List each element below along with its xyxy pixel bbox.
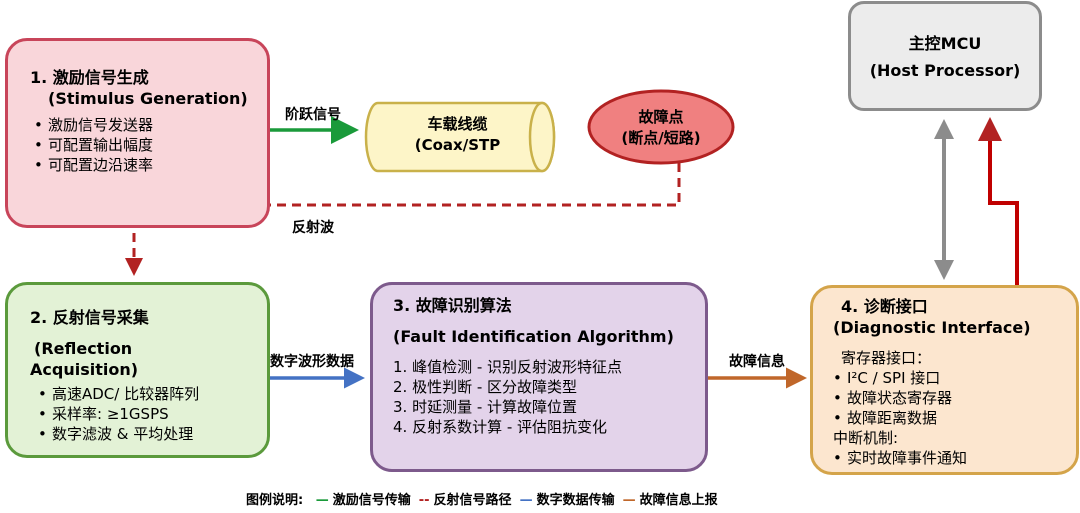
list-item: 3. 时延测量 - 计算故障位置 (393, 398, 578, 416)
list-item: 故障状态寄存器 (833, 388, 1076, 408)
list-item: 2. 极性判断 - 区分故障类型 (393, 378, 578, 396)
list-item: 激励信号发送器 (34, 115, 267, 135)
diagnostic-interface-block: 4. 诊断接口 (Diagnostic Interface) 寄存器接口： I²… (810, 285, 1079, 475)
legend-marker: — (519, 493, 533, 508)
block-subtitle: (Fault Identification Algorithm) (393, 327, 674, 346)
fault-name: 故障点 (638, 108, 684, 126)
legend-label: 反射信号路径 (433, 493, 512, 508)
list-item: I²C / SPI 接口 (833, 368, 1076, 388)
list-item: 高速ADC/ 比较器阵列 (38, 384, 267, 404)
block-subtitle: (Host Processor) (869, 61, 1021, 80)
block-title: 2. 反射信号采集 (30, 308, 149, 327)
interrupt-arrow (978, 117, 1019, 285)
legend-items: —激励信号传输--反射信号路径—数字数据传输—故障信息上报 (308, 493, 718, 508)
fault-type: (断点/短路) (621, 129, 701, 147)
register-interface-header: 寄存器接口： (841, 349, 932, 367)
block-subtitle: Acquisition) (30, 360, 139, 379)
legend-label: 故障信息上报 (639, 493, 718, 508)
block-title: 4. 诊断接口 (841, 297, 928, 316)
legend: 图例说明: —激励信号传输--反射信号路径—数字数据传输—故障信息上报 (246, 489, 718, 508)
fault-point-label: 故障点 (断点/短路) (590, 107, 732, 149)
host-mcu-block: 主控MCU (Host Processor) (848, 1, 1042, 111)
fault-identification-block: 3. 故障识别算法 (Fault Identification Algorith… (370, 282, 708, 472)
legend-marker: — (622, 493, 636, 508)
interrupt-header: 中断机制: (833, 429, 899, 447)
legend-title: 图例说明: (246, 493, 304, 508)
feature-list: 激励信号发送器 可配置输出幅度 可配置边沿速率 (30, 115, 267, 175)
legend-entry: --反射信号路径 (419, 493, 512, 508)
cable-type: (Coax/STP (414, 136, 501, 154)
feature-list: 高速ADC/ 比较器阵列 采样率: ≥1GSPS 数字滤波 & 平均处理 (30, 384, 267, 444)
cable-shape (364, 101, 556, 173)
legend-label: 数字数据传输 (536, 493, 615, 508)
fault-info-label: 故障信息 (729, 354, 785, 370)
register-list: I²C / SPI 接口 故障状态寄存器 故障距离数据 (833, 368, 1076, 428)
legend-entry: —数字数据传输 (520, 493, 615, 508)
legend-entry: —故障信息上报 (623, 493, 718, 508)
list-item: 采样率: ≥1GSPS (38, 404, 267, 424)
block-title: 1. 激励信号生成 (30, 68, 149, 87)
block-subtitle: (Stimulus Generation) (48, 89, 248, 108)
reflection-path (125, 163, 681, 276)
list-item: 可配置边沿速率 (34, 155, 267, 175)
algorithm-steps: 1. 峰值检测 - 识别反射波形特征点 2. 极性判断 - 区分故障类型 3. … (393, 357, 691, 437)
stimulus-generation-block: 1. 激励信号生成 (Stimulus Generation) 激励信号发送器 … (5, 38, 270, 228)
digital-waveform-label: 数字波形数据 (270, 354, 354, 370)
list-item: 1. 峰值检测 - 识别反射波形特征点 (393, 358, 623, 376)
legend-label: 激励信号传输 (332, 493, 411, 508)
interrupt-list: 实时故障事件通知 (833, 448, 1076, 468)
block-subtitle: (Reflection (34, 339, 133, 358)
legend-marker: -- (418, 493, 430, 508)
fault-point-shape (587, 89, 735, 165)
block-title: 3. 故障识别算法 (393, 296, 512, 315)
cable-label: 车载线缆 (Coax/STP (375, 114, 540, 156)
reflected-wave-label: 反射波 (292, 220, 334, 236)
list-item: 数字滤波 & 平均处理 (38, 424, 267, 444)
list-item: 故障距离数据 (833, 408, 1076, 428)
reflection-acquisition-block: 2. 反射信号采集 (Reflection Acquisition) 高速ADC… (5, 282, 270, 458)
cable-name: 车载线缆 (427, 115, 488, 133)
block-subtitle: (Diagnostic Interface) (833, 318, 1031, 337)
list-item: 4. 反射系数计算 - 评估阻抗变化 (393, 418, 608, 436)
block-title: 主控MCU (908, 34, 982, 53)
legend-entry: —激励信号传输 (316, 493, 411, 508)
list-item: 实时故障事件通知 (833, 448, 1076, 468)
step-signal-label: 阶跃信号 (285, 107, 341, 123)
list-item: 可配置输出幅度 (34, 135, 267, 155)
legend-marker: — (315, 493, 329, 508)
